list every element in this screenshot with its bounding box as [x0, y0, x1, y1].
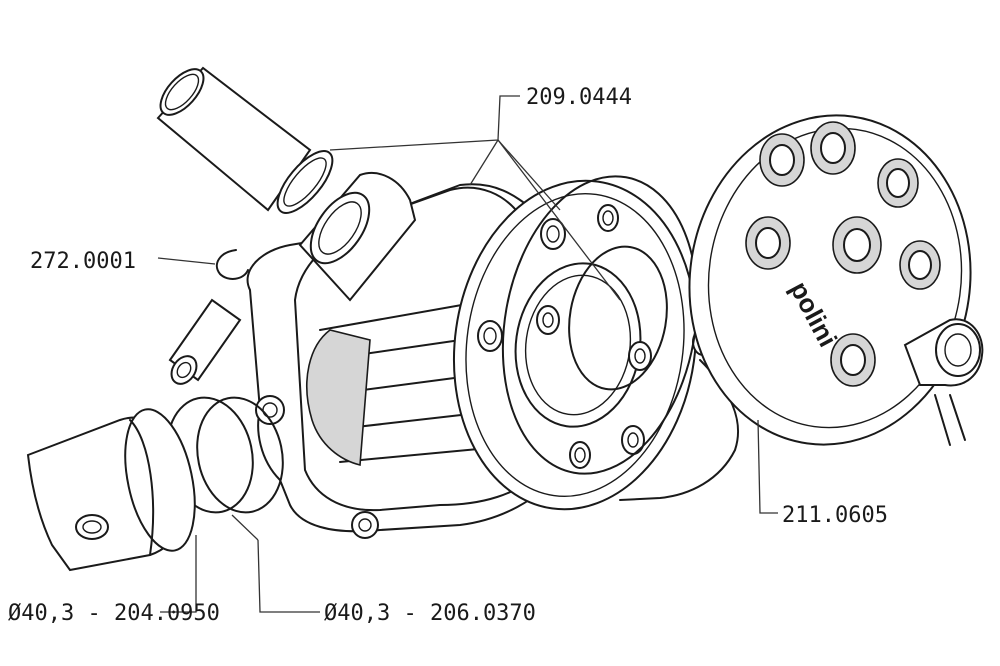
intake-tube	[156, 66, 312, 212]
cylinder-head: polini	[688, 114, 984, 446]
cylinder-top-face	[452, 179, 714, 511]
leader-lines	[157, 95, 778, 613]
label-piston-rings: Ø40,3 - 206.0370	[324, 601, 536, 626]
label-gasket-set: 209.0444	[526, 85, 632, 110]
circlip-part	[215, 249, 249, 280]
tube-gasket	[276, 150, 334, 214]
label-cylinder-head: 211.0605	[782, 503, 888, 528]
piston-part	[26, 408, 196, 572]
label-piston: Ø40,3 - 204.0950	[8, 601, 220, 626]
label-circlip: 272.0001	[30, 249, 136, 274]
piston-pin	[168, 298, 242, 385]
